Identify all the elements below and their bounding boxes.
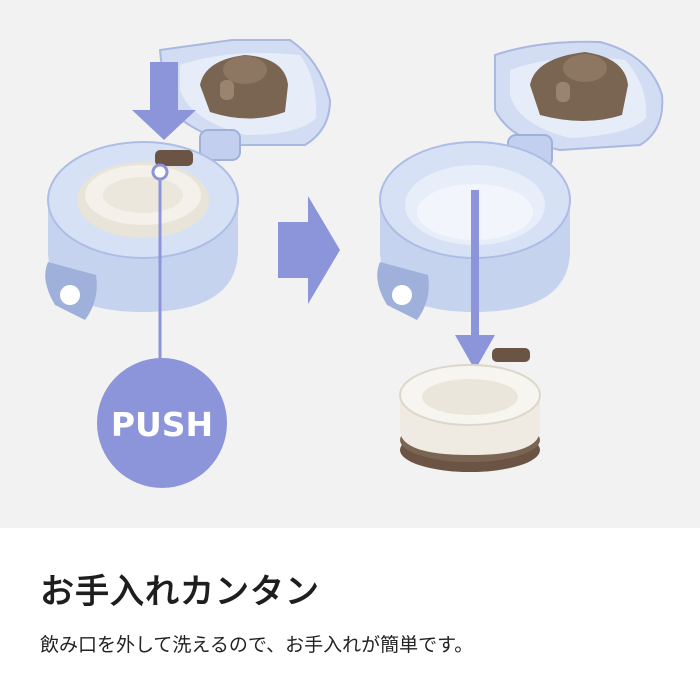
push-badge: PUSH <box>97 358 227 488</box>
right-bottle-lid <box>377 40 664 472</box>
illustration-svg: PUSH <box>45 39 664 488</box>
feature-caption: 飲み口を外して洗えるので、お手入れが簡単です。 <box>40 634 474 656</box>
product-illustration: PUSH <box>0 0 700 528</box>
left-bottle-lid <box>45 39 332 360</box>
feature-heading: お手入れカンタン <box>40 572 320 612</box>
description-panel: お手入れカンタン 飲み口を外して洗えるので、お手入れが簡単です。 <box>0 528 700 700</box>
right-arrow-icon <box>278 196 340 304</box>
push-label: PUSH <box>111 405 213 444</box>
